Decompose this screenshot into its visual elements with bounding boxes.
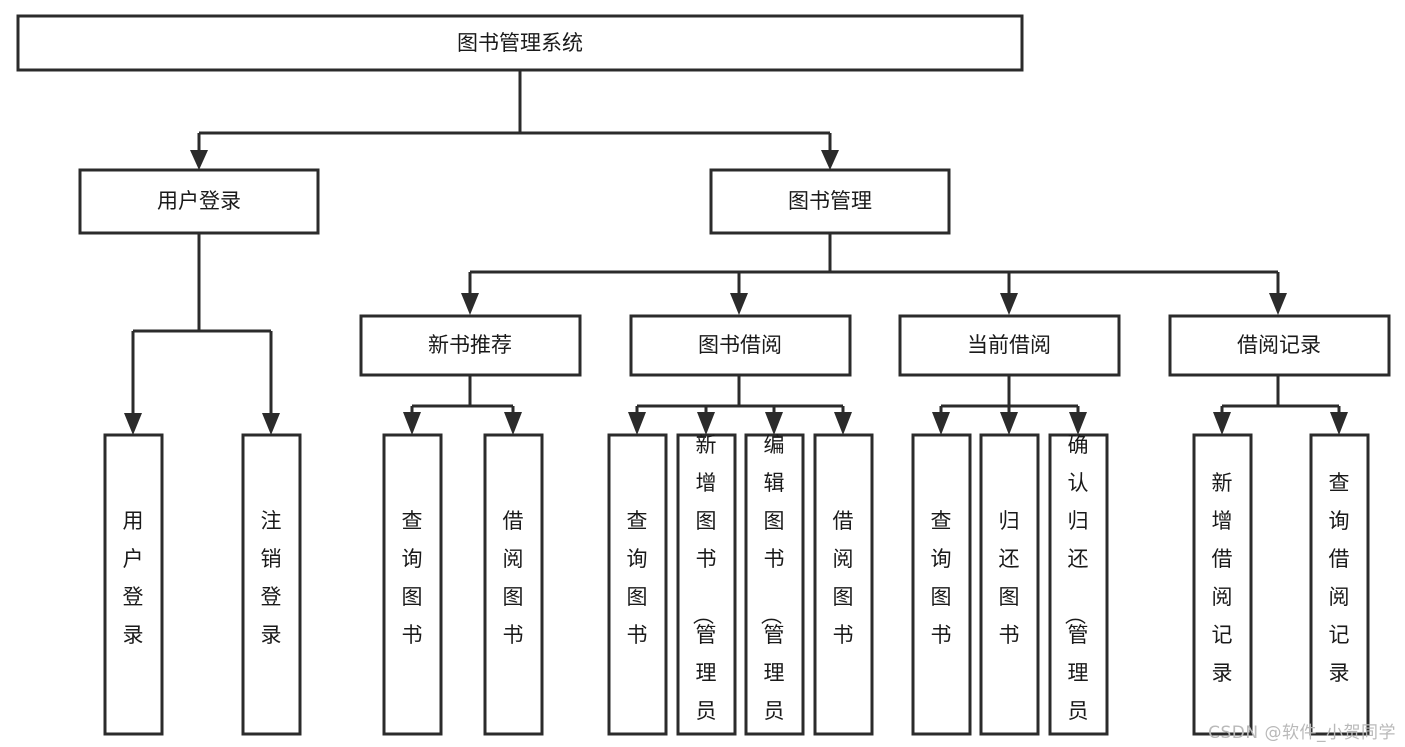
node-login[interactable]: 用户登录	[78, 168, 320, 235]
leaf-box-10[interactable]	[979, 433, 1040, 736]
leaf-box-9[interactable]	[911, 433, 972, 736]
node-record-label: 借阅记录	[1237, 333, 1321, 357]
arrow-head-current	[1000, 293, 1018, 315]
node-newbook-label: 新书推荐	[428, 333, 512, 357]
node-current[interactable]: 当前借阅	[898, 314, 1121, 377]
node-record[interactable]: 借阅记录	[1168, 314, 1391, 377]
leaf-node-13[interactable]: 查询借阅记录	[1309, 433, 1370, 736]
leaf-box-2[interactable]	[241, 433, 302, 736]
leaf-label-6: 新增图书（管理员）	[691, 433, 717, 747]
node-current-box[interactable]	[898, 314, 1121, 377]
leaf-node-12[interactable]: 新增借阅记录	[1192, 433, 1253, 736]
arrow-head-leaf-7	[765, 412, 783, 435]
leaf-label-9: 查询图书	[931, 509, 952, 647]
arrow-head-leaf-1	[124, 413, 142, 435]
node-borrow[interactable]: 图书借阅	[629, 314, 852, 377]
arrow-head-leaf-10	[1000, 412, 1018, 435]
node-borrow-label: 图书借阅	[698, 333, 782, 357]
arrow-head-leaf-5	[628, 412, 646, 435]
arrow-head-leaf-13	[1330, 412, 1348, 435]
leaf-box-13[interactable]	[1309, 433, 1370, 736]
node-login-box[interactable]	[78, 168, 320, 235]
leaf-label-10: 归还图书	[999, 509, 1020, 647]
leaf-label-3: 查询图书	[402, 509, 423, 647]
leaf-box-4[interactable]	[483, 433, 544, 736]
node-newbook[interactable]: 新书推荐	[359, 314, 582, 377]
leaf-box-11[interactable]	[1048, 433, 1109, 736]
arrow-head-leaf-11	[1069, 412, 1087, 435]
leaf-box-6[interactable]	[676, 433, 737, 736]
arrow-head-leaf-9	[932, 412, 950, 435]
leaf-node-3[interactable]: 查询图书	[382, 433, 443, 736]
leaf-node-1[interactable]: 用户登录	[103, 433, 164, 736]
node-record-box[interactable]	[1168, 314, 1391, 377]
leaf-node-5[interactable]: 查询图书	[607, 433, 668, 736]
leaf-label-12: 新增借阅记录	[1212, 471, 1233, 685]
leaf-box-3[interactable]	[382, 433, 443, 736]
leaf-node-4[interactable]: 借阅图书	[483, 433, 544, 736]
leaf-box-1[interactable]	[103, 433, 164, 736]
leaf-node-6[interactable]: 新增图书（管理员）	[676, 433, 737, 747]
arrow-head-leaf-3	[403, 412, 421, 435]
arrow-head-borrow	[730, 293, 748, 315]
leaf-label-2: 注销登录	[261, 509, 282, 647]
node-newbook-box[interactable]	[359, 314, 582, 377]
leaf-label-7: 编辑图书（管理员）	[759, 433, 785, 747]
leaf-node-10[interactable]: 归还图书	[979, 433, 1040, 736]
leaf-box-12[interactable]	[1192, 433, 1253, 736]
node-bookmgmt-box[interactable]	[709, 168, 951, 235]
leaf-label-1: 用户登录	[123, 509, 144, 647]
leaf-label-13: 查询借阅记录	[1329, 471, 1350, 685]
arrow-head-leaf-12	[1213, 412, 1231, 435]
leaf-node-7[interactable]: 编辑图书（管理员）	[744, 433, 805, 747]
leaf-box-5[interactable]	[607, 433, 668, 736]
node-login-label: 用户登录	[157, 189, 241, 213]
leaf-label-5: 查询图书	[627, 509, 648, 647]
node-root[interactable]: 图书管理系统	[16, 14, 1024, 72]
leaf-label-8: 借阅图书	[833, 509, 854, 647]
node-bookmgmt-label: 图书管理	[788, 189, 872, 213]
node-current-label: 当前借阅	[967, 333, 1051, 357]
leaf-label-4: 借阅图书	[503, 509, 524, 647]
leaf-node-2[interactable]: 注销登录	[241, 433, 302, 736]
arrow-head-leaf-4	[504, 412, 522, 435]
leaf-node-9[interactable]: 查询图书	[911, 433, 972, 736]
arrow-head-newbook	[461, 293, 479, 315]
leaf-node-11[interactable]: 确认归还（管理员）	[1048, 433, 1109, 747]
arrow-head-bookmgmt	[821, 150, 839, 170]
node-bookmgmt[interactable]: 图书管理	[709, 168, 951, 235]
arrow-head-leaf-6	[697, 412, 715, 435]
arrow-head-record	[1269, 293, 1287, 315]
leaf-box-8[interactable]	[813, 433, 874, 736]
node-root-box[interactable]	[16, 14, 1024, 72]
leaf-label-11: 确认归还（管理员）	[1063, 433, 1089, 747]
leaf-box-7[interactable]	[744, 433, 805, 736]
node-borrow-box[interactable]	[629, 314, 852, 377]
connector-layer	[124, 70, 1348, 435]
leaf-node-8[interactable]: 借阅图书	[813, 433, 874, 736]
arrow-head-leaf-2	[262, 413, 280, 435]
arrow-head-leaf-8	[834, 412, 852, 435]
node-root-label: 图书管理系统	[457, 31, 583, 55]
arrow-head-login	[190, 150, 208, 170]
